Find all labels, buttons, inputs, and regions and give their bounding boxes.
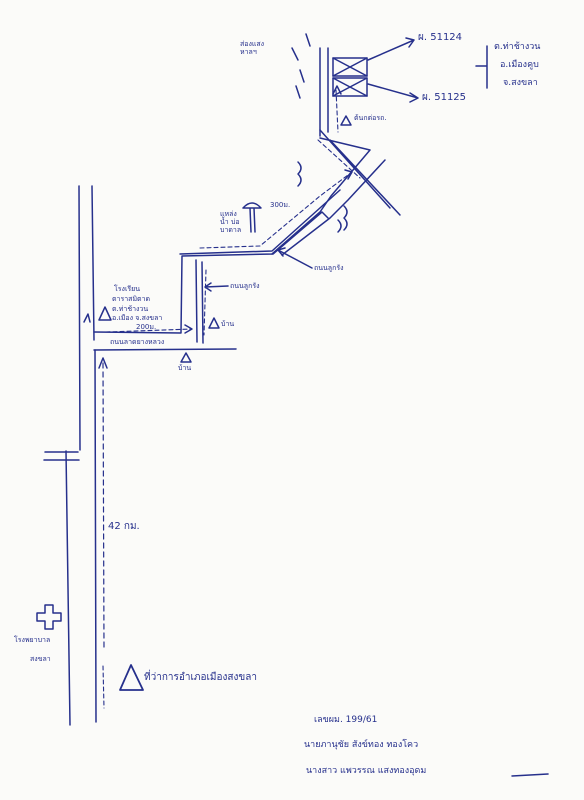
triangle-school [98,306,112,321]
hospital-cross-icon [36,604,62,630]
highway-centerline [102,362,105,651]
label-house-right: บ้าน [221,320,235,328]
label-poles-from: ต้นกต่อรถ. [354,114,387,122]
label-road-main: ถนนลาดยางหลวง [110,338,165,346]
diag-road-dashed [317,139,361,179]
triangle-poles [340,115,352,126]
label-distance-300: 300ม. [270,201,291,209]
signature-line [511,773,549,777]
highway-left-edge [65,185,81,726]
diag-road-edge2 [319,129,401,216]
side-road-bottom-edge [93,348,237,351]
label-note-2: นายภานุชัย สังข์ทอง ทองโคว [304,740,419,750]
side-road-dashed [105,171,353,336]
triangle-house-right [208,317,220,329]
triangle-house-bottom [180,352,192,363]
label-road-right: ถนนลูกรัง [314,264,344,272]
bracket-location [475,45,488,89]
meter-box-bottom [332,77,368,97]
label-hospital-2: สงขลา [30,655,51,663]
label-road-inner: ถนนลูกรัง [230,282,260,290]
upper-road-dashed [335,89,339,133]
arrow-side-road [184,324,193,334]
diag-road-left [271,137,371,255]
meter-box-top [332,57,368,77]
label-meter-top: ผ. 51124 [418,32,463,43]
highway-junction [43,451,80,461]
arrow-upper-vertical [332,85,342,95]
pointer-school [83,313,91,323]
label-location-2: อ.เมืองคูบ [500,60,539,70]
label-location-3: จ.สงขลา [503,78,538,88]
label-power-pole-tag: ส่องแสง หาลฯ [240,40,265,56]
label-meter-bottom: ผ. 51125 [422,92,467,103]
label-well: แหล่งน้ำ บ่อบาดาล [220,210,242,234]
meter-box-bottom-cross [332,77,368,97]
highway-right-edge [91,185,97,723]
power-pole-icon [291,33,311,99]
side-road-top-edge [93,211,329,334]
pointer-road-right [277,247,313,269]
label-school-4: อ.เมือง จ.สงขลา [112,314,163,322]
label-note-1: เลขผม. 199/61 [314,715,378,725]
arrow-up-highway [98,357,108,369]
label-district-office: ที่ว่าการอำเภอเมืองสงขลา [144,672,257,683]
arrow-meter-bottom [367,83,419,103]
highway-bottom-dash [102,665,105,709]
meter-box-top-cross [332,57,368,77]
label-hospital-1: โรงพยาบาล [14,636,51,644]
pointer-road-inner [204,282,229,292]
side-road-mid-edge [179,189,341,255]
label-school-1: โรงเรียน [114,285,140,293]
well-icon [242,202,262,233]
label-note-3: นางสาว แพวรรณ แสงทองอุดม [306,766,427,776]
label-school-3: ต.ท่าช้างวน [112,305,149,313]
side-road-inner-left [195,259,204,344]
arrow-meter-top [367,37,415,61]
label-distance-200: 200ม. [136,323,157,331]
tree-marks [297,161,348,233]
triangle-district-office [119,664,144,691]
label-distance-42km: 42 กม. [108,521,140,532]
label-school-2: ตาราสมิตาด [112,295,151,303]
label-house-bottom: บ้าน [178,364,192,372]
label-location-1: ต.ท่าช้างวน [494,42,541,52]
